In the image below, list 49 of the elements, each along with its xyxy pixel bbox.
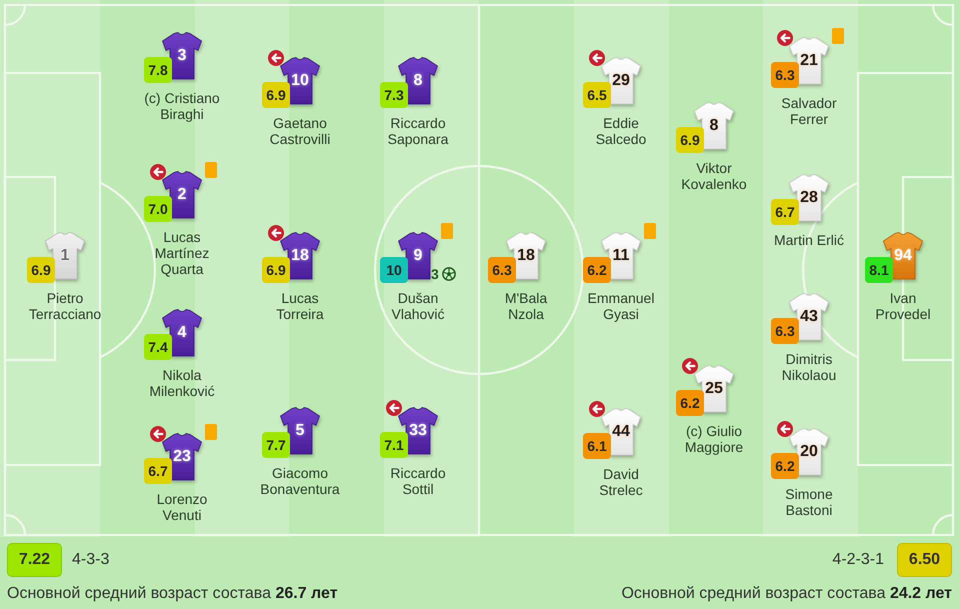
rating-badge: 7.1 — [380, 432, 408, 458]
rating-badge: 6.3 — [771, 318, 799, 344]
player-name: (c) Giulio Maggiore — [684, 423, 744, 455]
player-name: Lorenzo Venuti — [156, 491, 208, 523]
rating-badge: 6.9 — [676, 127, 704, 153]
player-name: David Strelec — [598, 466, 644, 498]
average-age-text: Основной средний возраст состава 26.7 лет — [7, 584, 338, 604]
rating-badge: 6.2 — [771, 453, 799, 479]
rating-badge: 7.0 — [144, 196, 172, 222]
player-name: Riccardo Sottil — [389, 465, 447, 497]
player-name: Salvador Ferrer — [780, 95, 838, 127]
rating-badge: 7.7 — [262, 432, 290, 458]
rating-badge: 7.8 — [144, 57, 172, 83]
rating-badge: 8.1 — [865, 257, 893, 283]
player-name: Ivan Provedel — [874, 290, 932, 322]
rating-badge: 6.9 — [262, 257, 290, 283]
rating-badge: 6.2 — [676, 390, 704, 416]
rating-badge: 7.3 — [380, 82, 408, 108]
formation-label: 4-2-3-1 — [832, 551, 884, 569]
player-name: Pietro Terracciano — [28, 290, 102, 322]
player-name: Dušan Vlahović — [390, 290, 446, 322]
rating-badge: 7.4 — [144, 334, 172, 360]
rating-badge: 6.7 — [771, 199, 799, 225]
rating-badge: 6.5 — [583, 82, 611, 108]
rating-badge: 10 — [380, 257, 408, 283]
player-name: Gaetano Castrovilli — [268, 115, 332, 147]
player-name: Giacomo Bonaventura — [260, 465, 340, 497]
average-age-text: Основной средний возраст состава 24.2 лет — [621, 584, 952, 604]
player-name: Martin Erlić — [772, 232, 845, 248]
rating-badge: 6.9 — [27, 257, 55, 283]
player-name: (c) Cristiano Biraghi — [143, 90, 221, 122]
player-name: Dimitris Nikolaou — [780, 351, 838, 383]
rating-badge: 6.2 — [583, 257, 611, 283]
rating-badge: 6.1 — [583, 433, 611, 459]
rating-badge: 6.3 — [771, 62, 799, 88]
rating-badge: 6.3 — [488, 257, 516, 283]
player-name: Viktor Kovalenko — [680, 160, 748, 192]
goal-count: 3 — [431, 266, 439, 282]
rating-badge: 6.9 — [262, 82, 290, 108]
player-name: M'Bala Nzola — [504, 290, 548, 322]
rating-badge: 6.7 — [144, 458, 172, 484]
player-name: Simone Bastoni — [784, 486, 834, 518]
player-name: Eddie Salcedo — [594, 115, 648, 147]
player-name: Riccardo Saponara — [386, 115, 450, 147]
player-name: Emmanuel Gyasi — [586, 290, 656, 322]
player-name: Lucas Torreira — [275, 290, 325, 322]
player-name: Nikola Milenković — [148, 367, 216, 399]
player-name: Lucas Martínez Quarta — [154, 229, 210, 277]
formation-label: 4-3-3 — [72, 551, 110, 569]
